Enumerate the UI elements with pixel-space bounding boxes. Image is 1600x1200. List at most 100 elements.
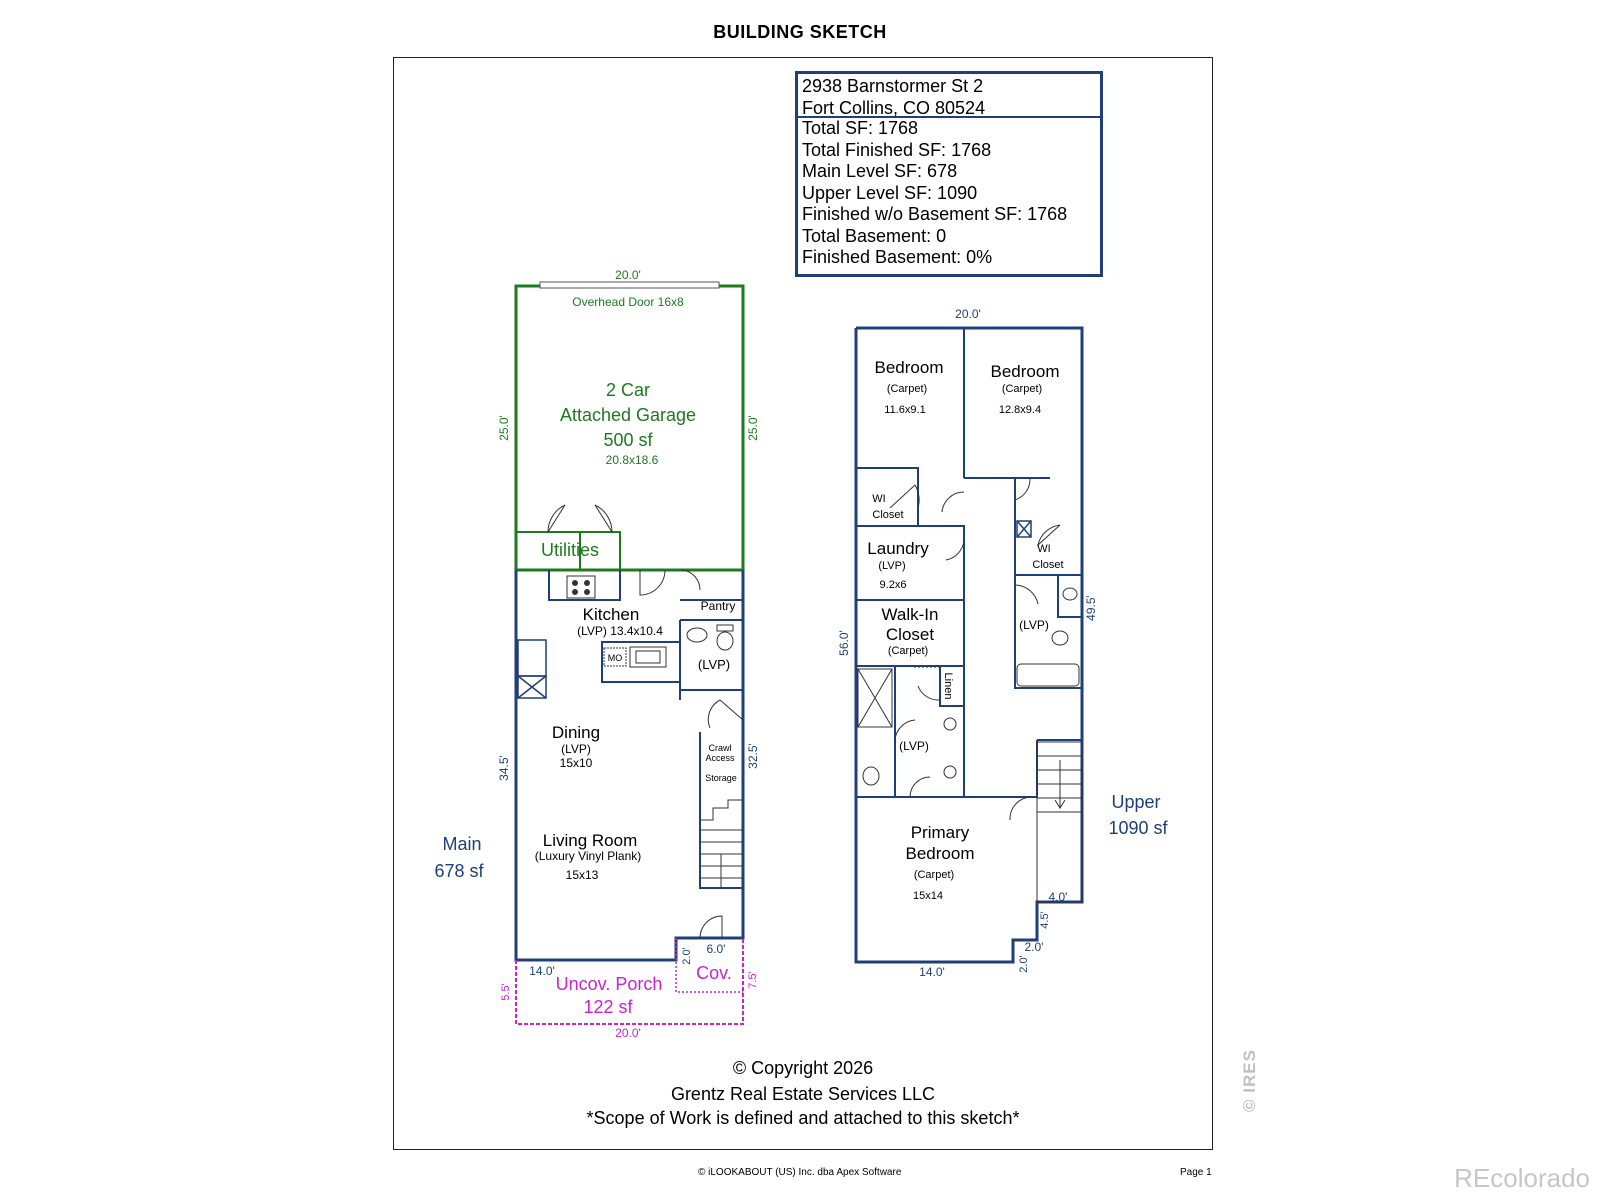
address-block: 2938 Barnstormer St 2 Fort Collins, CO 8… [798,74,1100,118]
living-room-sub: (Luxury Vinyl Plank) [535,849,642,863]
covered-porch-label: Cov. [696,963,732,983]
primary-toilet-icon [862,766,880,786]
overhead-door-label: Overhead Door 16x8 [572,295,684,309]
bedroom-1-label: Bedroom [875,358,944,377]
garage-label-1: 2 Car [606,380,650,400]
upper-level-label: Upper [1111,792,1160,812]
garage-size: 20.8x18.6 [606,453,659,467]
dim-14: 14.0' [529,964,555,978]
primary-sink-icon [943,765,957,779]
living-room-size: 15x13 [566,868,599,882]
porch-label: Uncov. Porch [556,974,663,994]
dining-label: Dining [552,723,600,742]
bath-sink-icon [686,627,708,643]
bedroom-2-size: 12.8x9.4 [999,404,1041,416]
laundry-label: Laundry [867,539,929,558]
main-stairs [700,799,743,888]
door-swing [945,539,965,561]
upper-bath-label: (LVP) [1019,618,1049,632]
door-swing [639,569,666,596]
stat-upper-level-sf: Upper Level SF: 1090 [802,182,978,203]
dim-2-b: 2.0' [1018,955,1030,972]
microwave-label: MO [608,653,623,663]
porch [515,938,744,1025]
upper-bottom-dim: 14.0' [919,965,945,979]
page-number: Page 1 [1180,1167,1212,1178]
kitchen-sub: (LVP) 13.4x10.4 [577,624,663,638]
porch-bottom-dim: 20.0' [615,1026,641,1040]
dim-5-5: 5.5' [500,983,512,1000]
dim-4-5: 4.5' [1039,911,1051,928]
primary-sink-icon [943,717,957,731]
door-swing [894,719,916,741]
pantry-label: Pantry [701,599,736,613]
primary-bedroom-label-2: Bedroom [906,844,975,863]
microwave-icon [603,647,627,667]
wi-closet-1-a: WI [872,493,885,505]
storage-label: Storage [705,773,737,783]
dim-4: 4.0' [1049,890,1068,904]
upper-top-dim: 20.0' [955,307,981,321]
living-room-label: Living Room [543,831,638,850]
stat-total-finished-sf: Total Finished SF: 1768 [802,139,992,160]
bedroom-1-size: 11.6x9.1 [884,404,925,416]
crawl-label-2: Access [705,753,735,763]
dim-7-5: 7.5' [747,971,759,988]
wi-closet-2-b: Closet [1032,559,1063,571]
shower-icon [857,668,893,728]
main-level-label: Main [442,834,481,854]
ires-watermark: © IRES [1240,1049,1259,1112]
stat-total-basement: Total Basement: 0 [802,225,947,246]
door-swing [1037,524,1061,547]
main-bath-label: (LVP) [698,657,730,672]
bedroom-2-sub: (Carpet) [1002,383,1042,395]
property-info-box: 2938 Barnstormer St 2 Fort Collins, CO 8… [795,71,1103,277]
address-line-1: 2938 Barnstormer St 2 [802,76,984,96]
utilities-label: Utilities [541,540,599,560]
upper-left-dim: 56.0' [837,630,851,656]
bathtub-icon [1016,663,1080,687]
software-credit: © iLOOKABOUT (US) Inc. dba Apex Software [698,1167,902,1178]
main-level-outline [514,570,745,962]
primary-bath-label: (LVP) [899,739,929,753]
dim-2: 2.0' [681,947,693,964]
upper-level-outline [854,326,1084,964]
door-swing [889,484,920,509]
entry-door-swing [699,915,723,939]
stat-finished-basement: Finished Basement: 0% [802,247,993,267]
walk-in-closet-sub: (Carpet) [888,645,928,657]
porch-sf: 122 sf [583,997,633,1017]
wi-closet-2-a: WI [1037,543,1050,555]
primary-bedroom-size: 15x14 [913,890,943,902]
garage [514,281,745,572]
door-swing [1009,796,1031,821]
linen-label: Linen [942,673,954,700]
main-level-sf: 678 sf [434,861,484,881]
garage-label-2: Attached Garage [560,405,696,425]
main-left-dim: 34.5' [497,755,511,781]
address-line-2: Fort Collins, CO 80524 [802,97,986,118]
upper-sink-icon [1062,587,1078,601]
walk-in-closet-label-2: Closet [886,625,934,644]
stove-icon [566,575,596,599]
dining-sub: (LVP) [561,742,591,756]
dining-size: 15x10 [560,756,593,770]
sketch-title: BUILDING SKETCH [713,22,887,42]
hvac-box-icon-main [517,675,547,699]
bedroom-1-sub: (Carpet) [887,383,927,395]
sketch-frame [393,57,1213,1150]
door-swing [681,569,701,591]
garage-sf: 500 sf [603,430,653,450]
dim-6: 6.0' [707,942,726,956]
door-swing [1014,584,1039,605]
door-swing [1014,477,1031,501]
upper-stairs [1036,741,1083,903]
main-right-dim: 32.5' [746,743,760,769]
primary-bedroom-sub: (Carpet) [914,869,954,881]
garage-left-dim: 25.0' [497,415,511,441]
kitchen-label: Kitchen [583,605,640,624]
recolorado-watermark: REcolorado [1454,1163,1590,1193]
garage-top-dim: 20.0' [615,268,641,282]
stat-finished-wo-basement: Finished w/o Basement SF: 1768 [802,204,1068,224]
